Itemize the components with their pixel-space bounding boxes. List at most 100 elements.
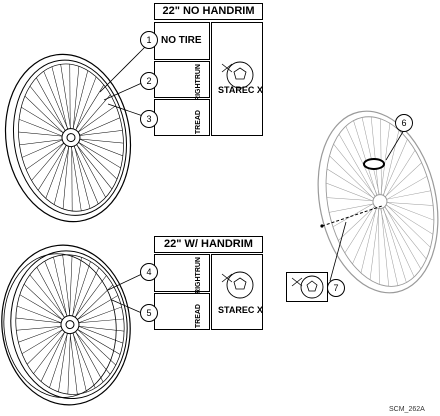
wheel-spoke [21, 138, 67, 158]
wheel-spoke [384, 202, 434, 206]
wheel-spoke [51, 66, 69, 134]
wheel-spoke [71, 329, 87, 393]
wheel-spoke [333, 143, 377, 199]
wheel-spoke [53, 256, 69, 321]
wheel-spoke [69, 329, 78, 395]
wheel-spoke [60, 64, 72, 133]
wheel-spoke [74, 105, 116, 135]
wheel-spoke [16, 305, 66, 325]
wheel-spoke [62, 142, 70, 209]
wheel-spoke [381, 206, 415, 278]
wheel-spoke [16, 325, 66, 331]
wheel-spoke [326, 197, 376, 202]
wheel-spoke [384, 202, 431, 248]
wheel-spoke [73, 327, 121, 355]
table-bottom-tread-label: TREAD [195, 304, 202, 329]
wheel-spoke [370, 116, 380, 197]
wheel-spoke [71, 257, 82, 321]
wheel-spoke [383, 205, 427, 260]
wheel-spoke [49, 329, 70, 388]
table-top-starec-panel: STAREC X [211, 22, 263, 136]
wheel-spoke [23, 283, 66, 323]
wheel-spoke [379, 206, 399, 286]
wheel-spoke [29, 85, 69, 134]
wheel-spoke [74, 326, 116, 366]
wheel-spoke [19, 294, 66, 322]
wheel-spoke [74, 324, 124, 344]
wheel-spoke [73, 141, 113, 190]
wheel-spoke [352, 205, 378, 265]
table-top-cell-rightrun: RIGHTRUN [154, 61, 210, 101]
callout-1: 1 [140, 31, 158, 49]
wheel-spoke [332, 202, 376, 228]
wheel-spoke [71, 142, 73, 212]
wheel-spoke [18, 119, 67, 138]
wheel-spoke [43, 71, 70, 133]
wheel-spoke [325, 182, 376, 203]
wheel-spoke [384, 190, 431, 200]
wheel-spoke [73, 267, 100, 322]
wheel-spoke [74, 318, 124, 324]
wheel-spoke [384, 203, 434, 235]
wheel-spoke [361, 117, 381, 197]
starec-tire-icon-top [221, 61, 254, 89]
table-top-brand-label: STAREC X [218, 85, 263, 95]
wheel-spoke [75, 137, 123, 157]
wheel-spoke [380, 206, 389, 287]
table-bottom-rightrun-label: RIGHTRUN [195, 257, 202, 294]
wheel-spoke [73, 295, 119, 322]
wheel-top [4, 53, 132, 223]
starec-tire-icon-bottom [221, 271, 254, 299]
wheel-spoke [72, 328, 111, 375]
wheel-spoke [338, 204, 377, 241]
wheel-spoke [29, 274, 68, 321]
wheel-spoke [74, 306, 122, 325]
wheel-spoke [40, 328, 67, 382]
wheel-spoke [53, 142, 71, 205]
wheel-spoke [44, 261, 69, 320]
wheel-spoke [75, 138, 124, 144]
wheel-spoke [70, 142, 82, 211]
wheel-spoke [72, 275, 107, 321]
wheel-spoke [21, 106, 67, 136]
table-top-header: 22" NO HANDRIM [154, 3, 263, 20]
wheel-spoke [338, 134, 377, 199]
table-top-tread-label: TREAD [195, 110, 202, 135]
wheel-spoke [384, 176, 428, 201]
wheel-spoke [360, 205, 378, 274]
wheel-spoke [75, 140, 121, 169]
wheel-spoke [70, 261, 91, 320]
wheel-bottom [1, 244, 131, 406]
wheel-spoke [74, 284, 114, 323]
wheel-spoke [18, 131, 67, 137]
wheel-spoke [69, 255, 73, 320]
callout-5: 5 [140, 304, 158, 322]
wheel-spoke [353, 120, 378, 198]
wheel-spoke [73, 141, 91, 209]
callout-2: 2 [140, 72, 158, 90]
wheel-spoke [31, 139, 67, 181]
wheel-spoke [326, 168, 376, 200]
wheel-spoke [62, 254, 71, 320]
wheel-spoke [74, 140, 106, 198]
wheel-spoke [383, 162, 422, 199]
table-bottom-brand-label: STAREC X [218, 305, 263, 315]
wheel-spoke [26, 326, 66, 365]
wheel-spoke [74, 325, 125, 332]
table-top-no-tire-label: NO TIRE [161, 35, 202, 46]
table-top-rightrun-label: RIGHTRUN [195, 64, 202, 101]
wheel-spoke [45, 141, 68, 199]
table-top-cell-no-tire: NO TIRE [154, 22, 210, 60]
wheel-spoke [75, 117, 120, 138]
wheel-spoke [33, 328, 68, 374]
wheel-spoke [25, 140, 68, 170]
table-bottom-cell-rightrun: RIGHTRUN [154, 254, 210, 294]
callout-4: 4 [140, 263, 158, 281]
wheel-spoke [73, 84, 105, 134]
wheel-spoke [37, 141, 69, 191]
wheel-spoke [378, 206, 380, 285]
wheel-spoke [344, 204, 376, 254]
callout-6: 6 [395, 114, 413, 132]
wheel-spoke [75, 130, 123, 137]
